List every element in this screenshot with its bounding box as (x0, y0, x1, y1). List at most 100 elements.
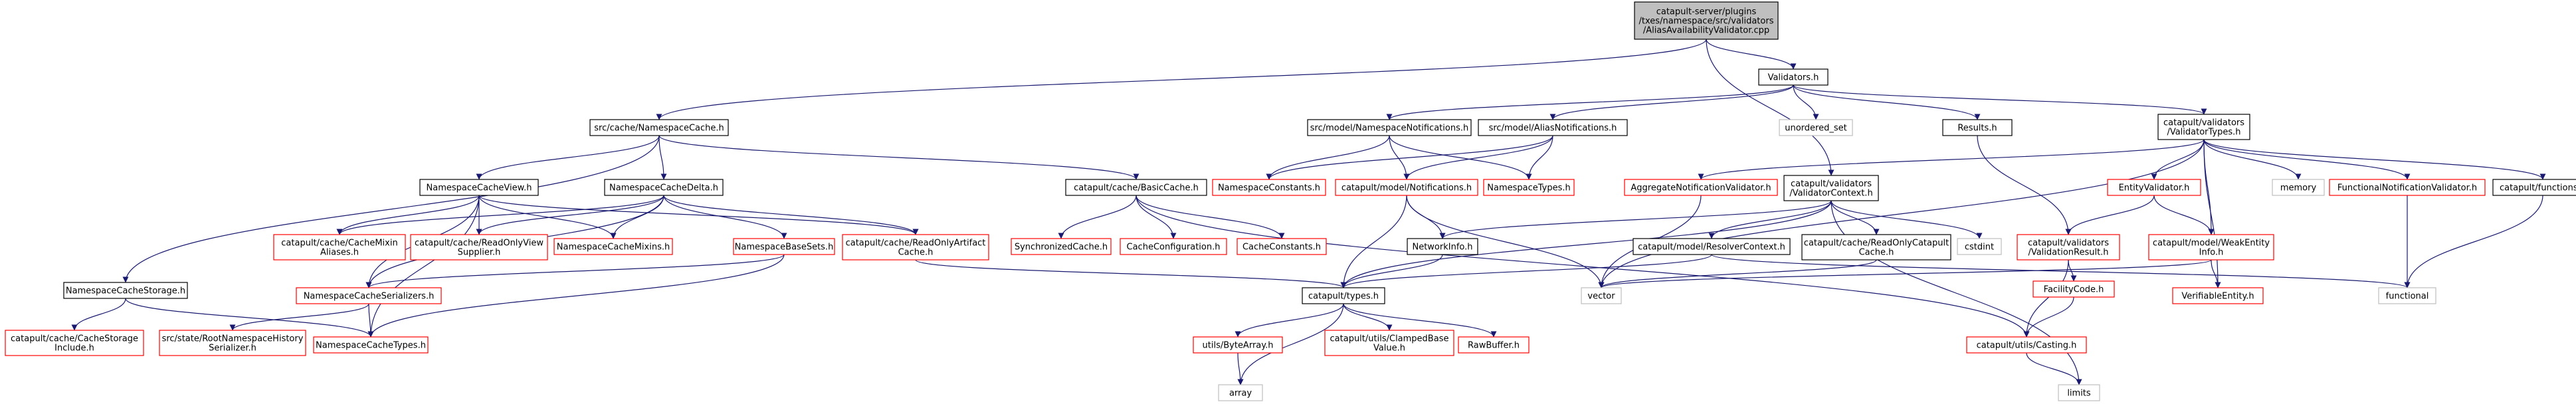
node-label: catapult/cache/CacheStorage (11, 334, 138, 344)
edge-results-h-to-validation-result-h (1977, 135, 2072, 235)
node-byte-array-h[interactable]: utils/ByteArray.h (1193, 336, 1283, 354)
node-cache-constants-h[interactable]: CacheConstants.h (1237, 238, 1327, 255)
node-label: unordered_set (1785, 124, 1846, 134)
node-facility-code-h[interactable]: FacilityCode.h (2032, 280, 2115, 298)
node-label: array (1229, 389, 1252, 399)
node-results-h[interactable]: Results.h (1942, 119, 2013, 136)
node-label: NamespaceCacheStorage.h (66, 286, 185, 296)
node-network-info-h[interactable]: NetworkInfo.h (1407, 238, 1478, 255)
node-root[interactable]: catapult-server/plugins/txes/namespace/s… (1634, 1, 1779, 40)
node-ns-cache-serializers-h[interactable]: NamespaceCacheSerializers.h (296, 287, 442, 304)
node-raw-buffer-h[interactable]: RawBuffer.h (1458, 336, 1530, 354)
node-root-ns-history-serializer-h[interactable]: src/state/RootNamespaceHistorySerializer… (159, 330, 306, 356)
node-validation-result-h[interactable]: catapult/validators/ValidationResult.h (2017, 234, 2120, 261)
node-label: functional (2386, 292, 2429, 302)
edge-ns-notifications-h-to-model-notifications-h (1389, 135, 1410, 180)
node-ns-types-h[interactable]: NamespaceTypes.h (1483, 179, 1575, 196)
edge-ns-cache-delta-h-to-readonly-view-supplier-h (476, 195, 664, 235)
node-ns-cache-delta-h[interactable]: NamespaceCacheDelta.h (604, 179, 724, 196)
node-box (1458, 336, 1530, 354)
node-model-notifications-h[interactable]: catapult/model/Notifications.h (1335, 179, 1478, 196)
node-agg-notif-validator-h[interactable]: AggregateNotificationValidator.h (1624, 179, 1778, 196)
edge-root-to-ns-cache-h (656, 39, 1707, 120)
edge-ns-cache-storage-h-to-ns-cache-types-h (125, 298, 374, 338)
node-box (2172, 287, 2264, 304)
node-ns-cache-types-h[interactable]: NamespaceCacheTypes.h (313, 336, 429, 354)
node-label: catapult/utils/Casting.h (1977, 341, 2077, 351)
edge-validator-context-h-to-resolver-context-h (1708, 200, 1832, 239)
node-sync-cache-h[interactable]: SynchronizedCache.h (1011, 238, 1112, 255)
node-ns-notifications-h[interactable]: src/model/NamespaceNotifications.h (1307, 119, 1472, 136)
node-box (1581, 287, 1622, 304)
edge-ns-base-sets-h-to-ns-cache-serializers-h (365, 254, 785, 288)
node-box (273, 234, 406, 261)
node-box (2058, 384, 2100, 401)
node-ns-constants-h[interactable]: NamespaceConstants.h (1212, 179, 1326, 196)
node-label: catapult/cache/ReadOnlyCatapult (1804, 239, 1949, 249)
node-resolver-context-h[interactable]: catapult/model/ResolverContext.h (1633, 238, 1791, 255)
node-ns-base-sets-h[interactable]: NamespaceBaseSets.h (733, 238, 835, 255)
node-verifiable-entity-h[interactable]: VerifiableEntity.h (2172, 287, 2264, 304)
node-entity-validator-h[interactable]: EntityValidator.h (2107, 179, 2201, 196)
edge-ns-cache-h-to-ns-cache-delta-h (658, 135, 667, 180)
edge-validation-result-h-to-facility-code-h (2068, 259, 2077, 282)
node-label: AggregateNotificationValidator.h (1631, 183, 1771, 193)
node-memory: memory (2272, 179, 2325, 196)
node-box (1335, 179, 1478, 196)
node-label: vector (1587, 292, 1615, 302)
edge-validator-types-h-to-vector (1598, 139, 2205, 288)
node-cache-config-h[interactable]: CacheConfiguration.h (1120, 238, 1227, 255)
edge-ns-cache-view-h-to-cache-mixin-aliases-h (336, 195, 480, 235)
node-label: NamespaceBaseSets.h (735, 243, 834, 253)
edge-ns-cache-serializers-h-to-root-ns-history-serializer-h (229, 303, 369, 331)
node-label: catapult/cache/CacheMixin (281, 239, 397, 249)
node-box (589, 119, 729, 136)
node-validator-types-h[interactable]: catapult/validators/ValidatorTypes.h (2157, 114, 2250, 140)
node-label: catapult/cache/ReadOnlyArtifact (846, 239, 986, 249)
edge-ns-cache-view-h-to-ns-cache-types-h (367, 195, 480, 338)
node-label: FacilityCode.h (2044, 285, 2104, 295)
node-cstdint: cstdint (1957, 238, 2002, 255)
edge-validator-context-h-to-network-info-h (1439, 200, 1832, 239)
node-box (1483, 179, 1575, 196)
node-basic-cache-h[interactable]: catapult/cache/BasicCache.h (1065, 179, 1207, 196)
node-types-h[interactable]: catapult/types.h (1302, 287, 1385, 304)
edge-validators-h-to-ns-notifications-h (1386, 84, 1794, 120)
node-functions-h[interactable]: catapult/functions.h (2492, 179, 2576, 196)
node-validator-context-h[interactable]: catapult/validators/ValidatorContext.h (1783, 175, 1879, 201)
node-ns-cache-storage-h[interactable]: NamespaceCacheStorage.h (63, 282, 188, 299)
node-label: CacheConstants.h (1242, 243, 1321, 253)
node-unordered-set: unordered_set (1779, 119, 1853, 136)
node-ns-cache-h[interactable]: src/cache/NamespaceCache.h (589, 119, 729, 136)
node-box (159, 330, 306, 356)
node-box (1120, 238, 1227, 255)
node-label: Value.h (1373, 344, 1405, 354)
edge-ns-cache-delta-h-to-cache-mixin-aliases-h (336, 195, 664, 235)
node-ns-cache-view-h[interactable]: NamespaceCacheView.h (419, 179, 539, 196)
node-label: Aliases.h (320, 248, 359, 258)
node-label: Validators.h (1768, 73, 1819, 83)
node-label: NamespaceTypes.h (1487, 183, 1571, 193)
node-validators-h[interactable]: Validators.h (1758, 68, 1829, 86)
node-label: Cache.h (1859, 248, 1894, 258)
node-box (1633, 238, 1791, 255)
node-ns-cache-mixins-h[interactable]: NamespaceCacheMixins.h (553, 238, 673, 255)
node-func-notif-validator-h[interactable]: FunctionalNotificationValidator.h (2329, 179, 2486, 196)
node-box (604, 179, 724, 196)
node-label: catapult/validators (1791, 179, 1872, 189)
node-label: /AliasAvailabilityValidator.cpp (1643, 26, 1769, 36)
node-box (1237, 238, 1327, 255)
node-label: catapult/model/ResolverContext.h (1638, 243, 1785, 253)
edge-readonly-artifact-cache-h-to-types-h (915, 259, 1347, 288)
node-utils-casting-h[interactable]: catapult/utils/Casting.h (1966, 336, 2087, 354)
edge-types-h-to-byte-array-h (1235, 303, 1344, 338)
node-alias-notifications-h[interactable]: src/model/AliasNotifications.h (1478, 119, 1628, 136)
